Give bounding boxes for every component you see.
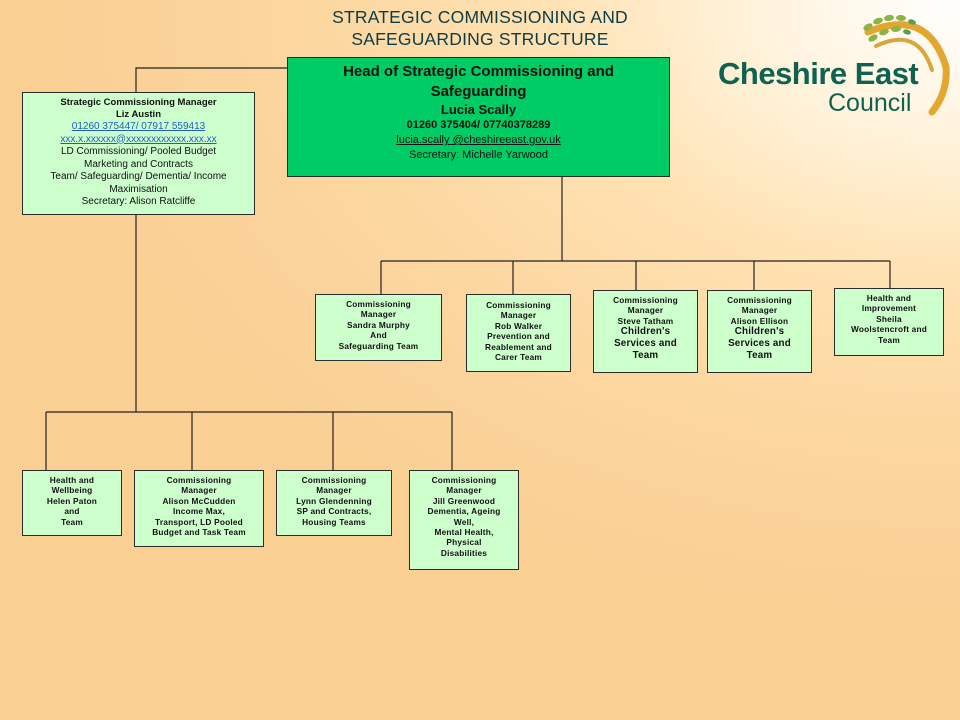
box-line: Manager	[741, 305, 778, 316]
head-title-line1: Head of Strategic Commissioning and	[343, 63, 614, 80]
box-line: Team	[878, 334, 900, 345]
chart-title: STRATEGIC COMMISSIONING AND SAFEGUARDING…	[290, 6, 670, 50]
org-box-alison-ellison: Commissioning Manager Alison Ellison Chi…	[707, 290, 812, 373]
box-line: Wellbeing	[51, 485, 93, 496]
scm-duty-line3: Team/ Safeguarding/ Dementia/ Income	[50, 171, 227, 182]
box-line: Commissioning	[613, 295, 678, 305]
org-box-rob-walker: Commissioning Manager Rob Walker Prevent…	[466, 294, 571, 372]
head-secretary: Secretary: Michelle Yarwood	[409, 149, 548, 161]
box-line: Sandra Murphy	[347, 319, 410, 330]
logo-text-line2: Council	[828, 89, 912, 117]
box-line: Alison Ellison	[730, 315, 789, 326]
box-line: Housing Teams	[302, 516, 366, 527]
head-name: Lucia Scally	[440, 102, 517, 117]
logo-text-line1: Cheshire East	[718, 56, 919, 91]
box-line: Services and	[728, 338, 791, 350]
org-box-lynn-glendenning: Commissioning Manager Lynn Glendenning S…	[276, 470, 392, 536]
box-line: Services and	[614, 338, 677, 350]
box-line: SP and Contracts,	[296, 506, 372, 517]
scm-duty-line1: LD Commissioning/ Pooled Budget	[60, 146, 217, 157]
box-line: Manager	[500, 310, 537, 321]
chart-title-line2: SAFEGUARDING STRUCTURE	[351, 29, 609, 49]
org-box-sandra-murphy: Commissioning Manager Sandra Murphy And …	[315, 294, 442, 361]
box-line: Health and	[866, 293, 912, 303]
box-line: Children's	[734, 326, 785, 338]
box-line: Manager	[446, 485, 482, 496]
head-title-line2: Safeguarding	[430, 83, 527, 100]
org-box-alison-mccudden: Commissioning Manager Alison McCudden In…	[134, 470, 264, 547]
box-line: Commissioning	[486, 300, 551, 310]
box-line: Commissioning	[431, 475, 497, 485]
box-line: Jill Greenwood	[432, 495, 496, 506]
box-line: Children's	[620, 326, 671, 338]
org-box-helen-paton: Health and Wellbeing Helen Paton and Tea…	[22, 470, 122, 536]
box-line: Rob Walker	[494, 320, 543, 331]
box-line: Dementia, Ageing	[427, 506, 501, 517]
box-line: Manager	[360, 309, 397, 320]
cheshire-east-council-logo: Cheshire East Council	[718, 12, 950, 122]
box-line: Helen Paton	[46, 495, 98, 506]
box-line: Health and	[49, 475, 95, 485]
box-line: Carer Team	[494, 352, 543, 363]
box-line: Manager	[181, 485, 217, 496]
scm-name: Liz Austin	[115, 109, 162, 120]
box-line: Commissioning	[727, 295, 792, 305]
chart-title-line1: STRATEGIC COMMISSIONING AND	[332, 7, 628, 27]
box-line: Manager	[627, 305, 664, 316]
box-line: Mental Health,	[434, 527, 494, 538]
box-line: Physical	[446, 537, 482, 548]
scm-duty-line4: Maximisation	[109, 183, 168, 195]
scm-title: Strategic Commissioning Manager	[60, 97, 217, 108]
scm-phone-link[interactable]: 01260 375447/ 07917 559413	[71, 121, 206, 132]
box-line: Well,	[453, 516, 475, 527]
box-line: Lynn Glendenning	[296, 495, 372, 506]
box-line: Budget and Task Team	[152, 527, 246, 538]
head-email-link[interactable]: lucia.scally @cheshireeast.gov.uk	[396, 134, 561, 146]
box-line: Safeguarding Team	[338, 340, 419, 351]
box-line: Disabilities	[440, 547, 488, 558]
box-line: Reablement and	[485, 341, 552, 352]
head-of-commissioning-box: Head of Strategic Commissioning and Safe…	[287, 57, 670, 177]
box-line: Commissioning	[166, 475, 232, 485]
head-phone: 01260 375404/ 07740378289	[406, 119, 551, 131]
box-line: Woolstencroft and	[850, 324, 928, 335]
strategic-commissioning-manager-box: Strategic Commissioning Manager Liz Aust…	[22, 92, 255, 215]
box-line: and	[64, 506, 80, 517]
box-line: Team	[632, 350, 659, 362]
org-box-sheila-woolstencroft: Health and Improvement Sheila Woolstencr…	[834, 288, 944, 356]
box-line: Commissioning	[346, 299, 411, 309]
org-box-jill-greenwood: Commissioning Manager Jill Greenwood Dem…	[409, 470, 519, 570]
org-box-steve-tatham: Commissioning Manager Steve Tatham Child…	[593, 290, 698, 373]
scm-email-link[interactable]: xxx.x.xxxxxx@xxxxxxxxxxxx.xxx.xx	[60, 133, 217, 145]
box-line: Steve Tatham	[617, 315, 674, 326]
box-line: Manager	[316, 485, 352, 496]
box-line: Income Max,	[173, 506, 225, 517]
box-line: Commissioning	[301, 475, 367, 485]
box-line: Team	[61, 516, 83, 527]
box-line: Alison McCudden	[162, 495, 236, 506]
scm-secretary: Secretary: Alison Ratcliffe	[81, 196, 196, 207]
scm-duty-line2: Marketing and Contracts	[84, 158, 193, 170]
box-line: Prevention and	[487, 331, 550, 342]
box-line: Sheila	[876, 313, 902, 324]
box-line: Improvement	[861, 303, 917, 314]
box-line: Team	[746, 350, 773, 362]
wheat-sheaf-icon	[863, 14, 950, 116]
box-line: Transport, LD Pooled	[155, 516, 243, 527]
box-line: And	[370, 330, 387, 341]
